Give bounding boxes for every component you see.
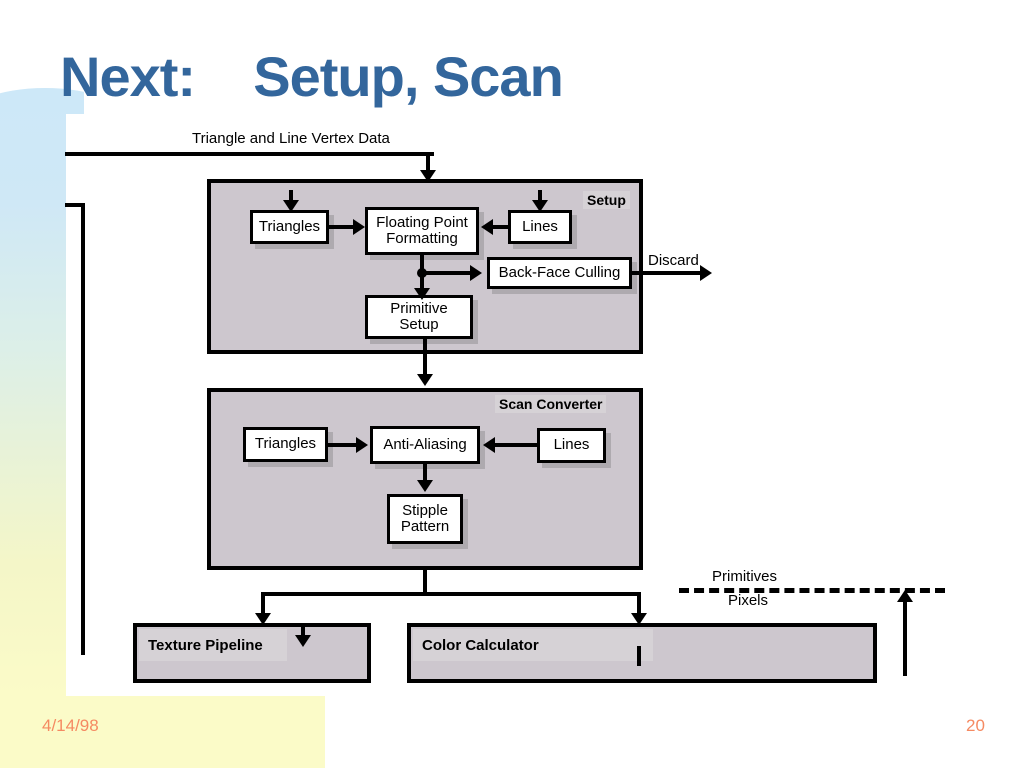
setup-triangles-input-arrowhead <box>283 200 299 212</box>
input-feed-hline <box>65 152 434 156</box>
node-setup-back-face-culling[interactable]: Back-Face Culling <box>487 257 632 289</box>
scan-aa-to-stipple-arrowhead <box>417 480 433 492</box>
node-scan-triangles[interactable]: Triangles <box>243 427 328 462</box>
texture-internal-line <box>301 623 305 639</box>
setup-lines-to-fpf-arrowhead <box>481 219 493 235</box>
node-setup-triangles[interactable]: Triangles <box>250 210 329 244</box>
boundary-label-primitives: Primitives <box>712 568 778 585</box>
panel-color-calculator-plate: Color Calculator <box>413 629 653 661</box>
scan-branch-hline <box>261 592 641 596</box>
scan-triangles-to-aa-arrowhead <box>356 437 368 453</box>
slide-title: Next: Setup, Scan <box>60 45 564 108</box>
node-setup-primitive-setup[interactable]: Primitive Setup <box>365 295 473 339</box>
setup-junction-to-bfc-line <box>420 271 472 275</box>
scan-lines-to-aa-line <box>494 443 538 447</box>
decoration-footer-block <box>0 696 325 768</box>
input-data-label: Triangle and Line Vertex Data <box>192 130 390 147</box>
setup-triangles-to-fpf-arrowhead <box>353 219 365 235</box>
texture-internal-arrowhead <box>295 635 311 647</box>
setup-to-scan-arrowhead <box>417 374 433 386</box>
setup-triangles-to-fpf-line <box>329 225 356 229</box>
node-setup-lines[interactable]: Lines <box>508 210 572 244</box>
primitives-pixels-divider <box>679 588 945 593</box>
panel-texture-pipeline-plate: Texture Pipeline <box>139 629 287 661</box>
discard-arrowhead <box>700 265 712 281</box>
setup-fpf-to-primitive-arrowhead <box>414 288 430 300</box>
footer-date: 4/14/98 <box>42 716 99 735</box>
branch-to-color-arrowhead <box>631 613 647 625</box>
scan-lines-to-aa-arrowhead <box>483 437 495 453</box>
scan-output-line <box>423 570 427 595</box>
node-scan-anti-aliasing[interactable]: Anti-Aliasing <box>370 426 480 464</box>
node-scan-lines[interactable]: Lines <box>537 428 606 463</box>
branch-to-color-line <box>637 592 641 619</box>
scan-triangles-to-aa-line <box>328 443 358 447</box>
discard-line <box>632 271 704 275</box>
setup-lines-input-arrowhead <box>532 200 548 212</box>
return-spine-vertical <box>903 596 907 676</box>
panel-setup-label: Setup <box>583 191 630 209</box>
input-feed-vline <box>426 152 430 174</box>
panel-scan-converter-label: Scan Converter <box>495 395 607 413</box>
setup-lines-to-fpf-line <box>492 225 510 229</box>
color-internal-line <box>637 646 641 666</box>
setup-lines-input-line <box>538 190 542 204</box>
branch-to-texture-arrowhead <box>255 613 271 625</box>
setup-triangles-input-line <box>289 190 293 204</box>
node-scan-stipple-pattern[interactable]: Stipple Pattern <box>387 494 463 544</box>
setup-junction-to-bfc-arrowhead <box>470 265 482 281</box>
decoration-gradient-strip <box>0 96 66 696</box>
feedback-spine-top <box>65 203 85 207</box>
scan-aa-to-stipple-line <box>423 463 427 485</box>
boundary-label-pixels: Pixels <box>728 592 769 609</box>
node-setup-floating-point-formatting[interactable]: Floating Point Formatting <box>365 207 479 255</box>
branch-to-texture-line <box>261 592 265 619</box>
footer-page-number: 20 <box>966 716 985 735</box>
return-spine-arrowhead <box>897 590 913 602</box>
discard-label: Discard <box>648 252 699 269</box>
feedback-spine-vertical <box>81 203 85 655</box>
setup-to-scan-line <box>423 339 427 381</box>
